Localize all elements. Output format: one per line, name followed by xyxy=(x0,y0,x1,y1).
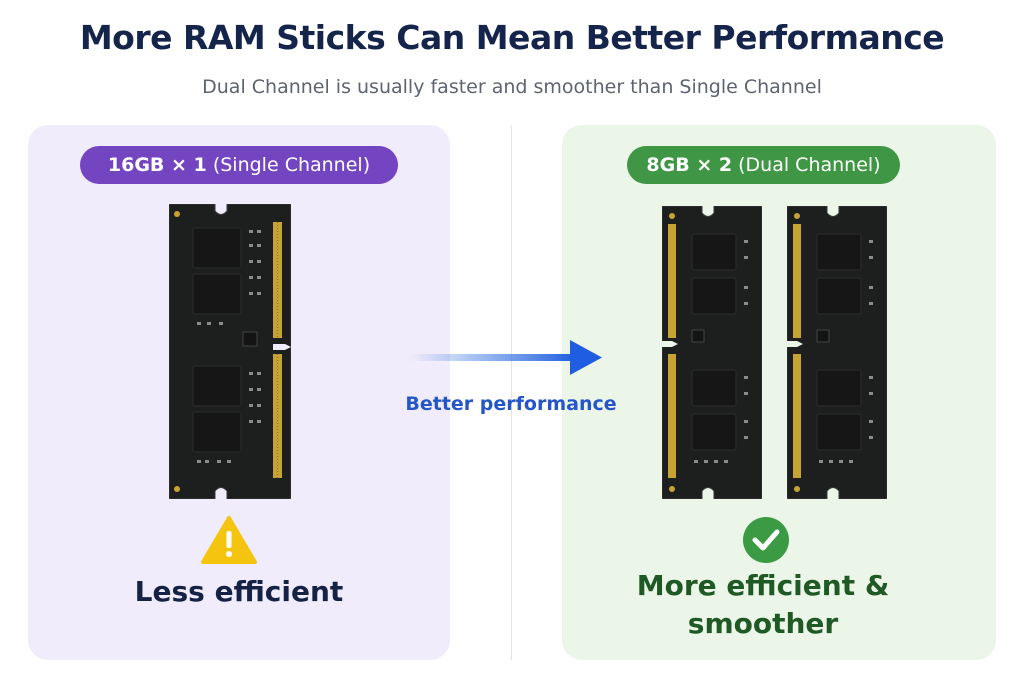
warning-icon xyxy=(201,516,257,564)
ram-stick-8gb-1 xyxy=(662,206,762,499)
dual-channel-capacity: 8GB × 2 xyxy=(646,154,733,176)
dual-channel-caption-line1: More efficient & xyxy=(636,569,890,602)
single-channel-panel: 16GB × 1 (Single Channel) xyxy=(28,125,450,660)
arrow-right-icon xyxy=(410,340,602,375)
dual-channel-mode: (Dual Channel) xyxy=(738,154,881,176)
ram-stick-16gb xyxy=(169,204,291,499)
check-circle-icon xyxy=(743,517,789,563)
page-subtitle: Dual Channel is usually faster and smoot… xyxy=(202,76,822,98)
dual-channel-panel: 8GB × 2 (Dual Channel) xyxy=(562,125,996,660)
dual-channel-caption-line2: smoother xyxy=(687,607,839,640)
page-title: More RAM Sticks Can Mean Better Performa… xyxy=(79,18,945,57)
single-channel-capacity: 16GB × 1 xyxy=(107,154,207,176)
dual-channel-pill: 8GB × 2 (Dual Channel) xyxy=(627,146,900,184)
single-channel-pill: 16GB × 1 (Single Channel) xyxy=(80,146,398,184)
single-channel-caption: Less efficient xyxy=(134,575,344,608)
panel-divider xyxy=(511,125,512,660)
single-channel-mode: (Single Channel) xyxy=(212,154,371,176)
better-performance-label: Better performance xyxy=(405,393,617,415)
ram-stick-8gb-2 xyxy=(787,206,887,499)
dual-channel-caption: More efficient & smoother xyxy=(562,567,964,643)
